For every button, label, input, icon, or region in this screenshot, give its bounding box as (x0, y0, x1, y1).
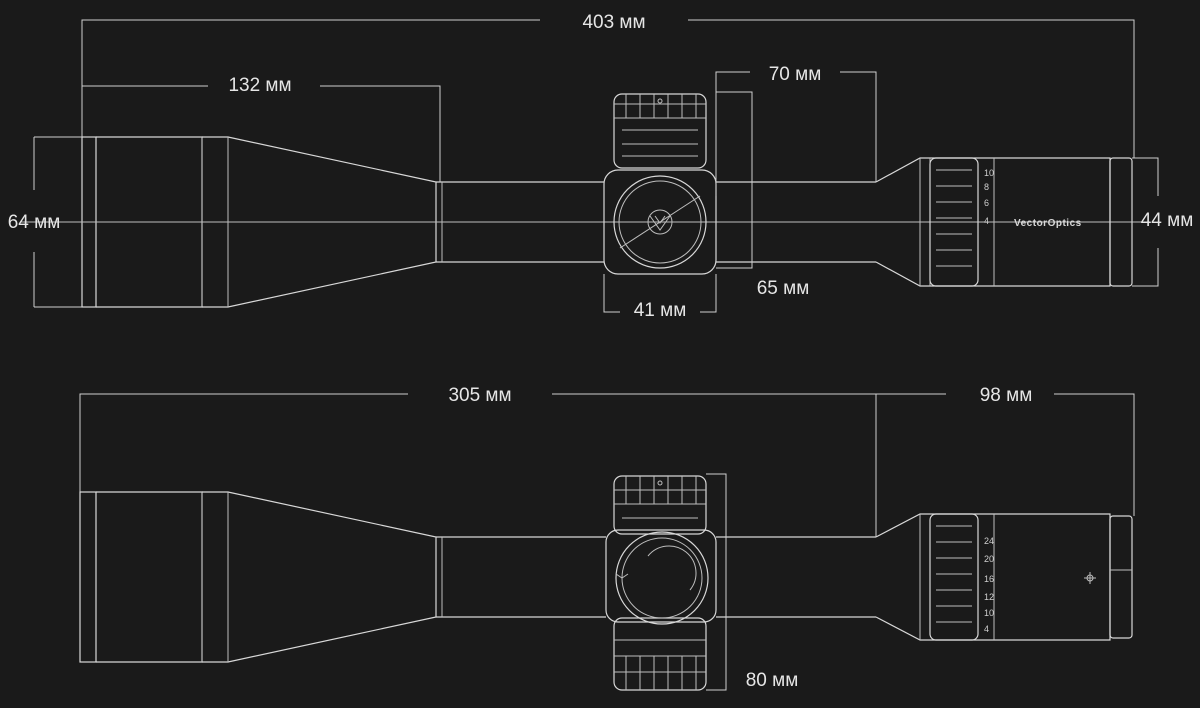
power-mark: 6 (984, 198, 989, 208)
power-mark: 12 (984, 592, 994, 602)
power-mark: 10 (984, 168, 994, 178)
dim-body-length: 305 мм (448, 385, 511, 406)
brand-logo-icon (647, 209, 673, 235)
dim-objective-diameter: 64 мм (8, 212, 61, 233)
diopter-symbol-icon (1084, 572, 1096, 584)
power-mark: 20 (984, 554, 994, 564)
eyepiece-side (875, 513, 1133, 641)
brand-text: VectorOptics (1014, 218, 1082, 229)
side-view-dimensions: 305 мм 98 мм 80 мм (79, 385, 1135, 691)
dim-eyepiece-length: 98 мм (980, 385, 1033, 406)
eyepiece-top (875, 157, 1133, 287)
power-mark: 24 (984, 536, 994, 546)
dim-side-turret-height: 80 мм (746, 670, 799, 691)
main-tube-top (20, 181, 1150, 263)
power-mark: 4 (984, 624, 989, 634)
power-mark: 10 (984, 608, 994, 618)
power-mark: 16 (984, 574, 994, 584)
top-view-dimensions: 403 мм 132 мм 64 мм 70 мм 65 мм 41 мм 44… (8, 12, 1194, 321)
objective-bell-side (79, 491, 437, 663)
dim-turret-to-ocular: 70 мм (769, 64, 822, 85)
dim-objective-length: 132 мм (228, 75, 291, 96)
power-mark: 8 (984, 182, 989, 192)
side-view-scope: 4 10 12 16 20 24 (79, 475, 1133, 691)
main-tube-side (436, 536, 876, 618)
dim-total-length: 403 мм (582, 12, 645, 33)
turret-saddle-top (603, 93, 717, 275)
power-mark: 4 (984, 216, 989, 226)
top-view-scope: 4 6 8 10 VectorOptics (20, 93, 1150, 308)
dim-ocular-diameter: 44 мм (1141, 210, 1194, 231)
dim-turret-width: 41 мм (634, 300, 687, 321)
turret-saddle-side (605, 475, 717, 691)
dim-turret-height: 65 мм (757, 278, 810, 299)
